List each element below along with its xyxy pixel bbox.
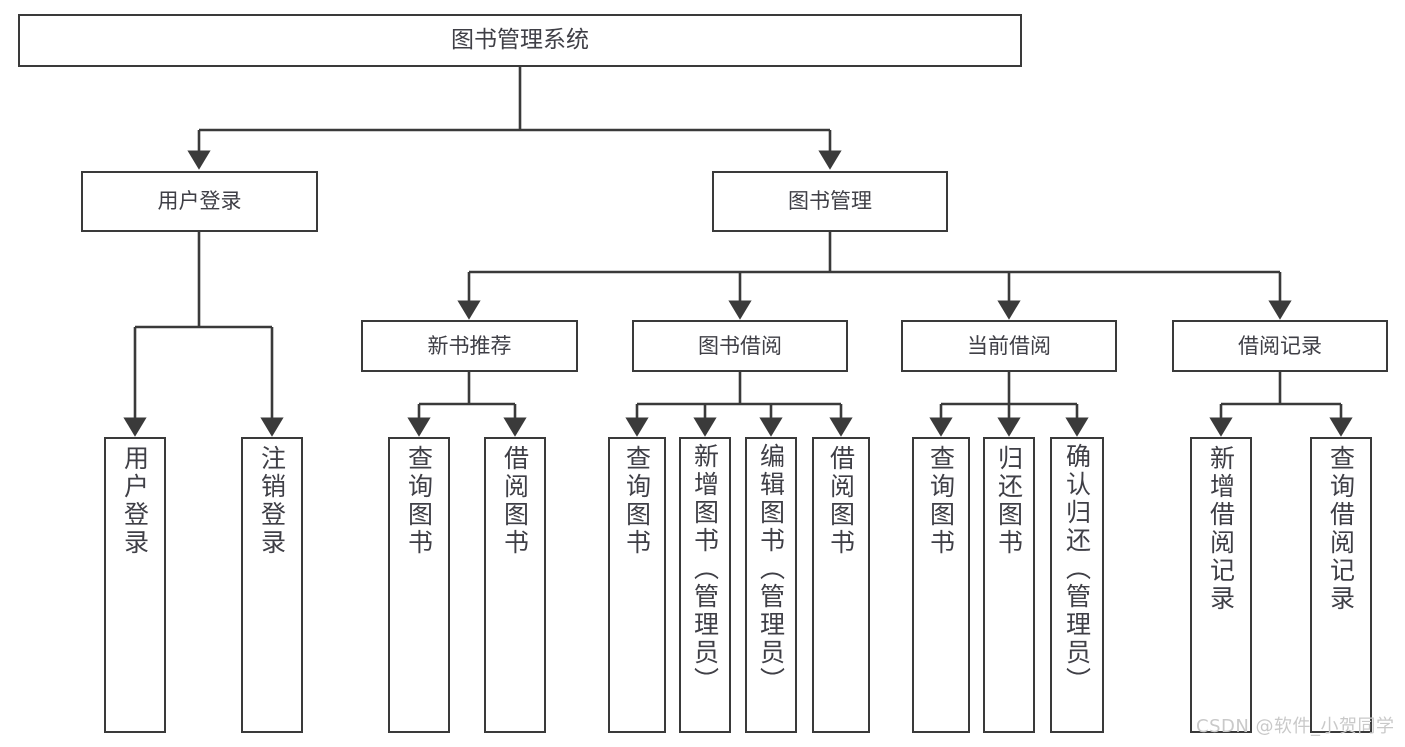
leaf-add-book-admin-label: 新增图书（管理员） [690,443,720,695]
leaf-add-book-admin[interactable]: 新增图书（管理员） [679,437,731,733]
leaf-user-logout[interactable]: 注销登录 [241,437,303,733]
leaf-query-borrow-record-label: 查询借阅记录 [1326,445,1356,613]
node-book-manage[interactable]: 图书管理 [712,171,948,232]
node-new-book-recommend-label: 新书推荐 [427,333,512,358]
leaf-query-book-borrow[interactable]: 查询图书 [608,437,666,733]
node-root-label: 图书管理系统 [451,26,589,53]
node-book-borrow-label: 图书借阅 [698,333,782,358]
node-user-login[interactable]: 用户登录 [81,171,318,232]
leaf-confirm-return-admin[interactable]: 确认归还（管理员） [1050,437,1104,733]
leaf-user-login-label: 用户登录 [120,445,150,557]
leaf-user-login[interactable]: 用户登录 [104,437,166,733]
node-root-system[interactable]: 图书管理系统 [18,14,1022,67]
leaf-borrow-book-recommend[interactable]: 借阅图书 [484,437,546,733]
leaf-query-borrow-record[interactable]: 查询借阅记录 [1310,437,1372,733]
node-user-login-label: 用户登录 [157,189,242,214]
leaf-user-logout-label: 注销登录 [257,445,287,557]
leaf-confirm-return-admin-label: 确认归还（管理员） [1062,443,1092,695]
leaf-edit-book-admin-label: 编辑图书（管理员） [756,443,786,695]
leaf-query-book-borrow-label: 查询图书 [622,445,652,557]
leaf-borrow-book[interactable]: 借阅图书 [812,437,870,733]
leaf-query-book-recommend[interactable]: 查询图书 [388,437,450,733]
leaf-query-book-current[interactable]: 查询图书 [912,437,970,733]
leaf-add-borrow-record-label: 新增借阅记录 [1206,445,1236,613]
leaf-return-book[interactable]: 归还图书 [983,437,1035,733]
leaf-borrow-book-label: 借阅图书 [826,445,856,557]
csdn-watermark: CSDN @软件_小贺同学 [1196,716,1395,737]
leaf-query-book-current-label: 查询图书 [926,445,956,557]
node-borrow-record-label: 借阅记录 [1238,333,1322,358]
leaf-return-book-label: 归还图书 [994,445,1024,557]
leaf-edit-book-admin[interactable]: 编辑图书（管理员） [745,437,797,733]
node-book-manage-label: 图书管理 [788,189,872,214]
node-book-borrow[interactable]: 图书借阅 [632,320,848,372]
node-borrow-record[interactable]: 借阅记录 [1172,320,1388,372]
node-current-borrow[interactable]: 当前借阅 [901,320,1117,372]
leaf-add-borrow-record[interactable]: 新增借阅记录 [1190,437,1252,733]
node-current-borrow-label: 当前借阅 [967,333,1051,358]
node-new-book-recommend[interactable]: 新书推荐 [361,320,578,372]
leaf-query-book-recommend-label: 查询图书 [404,445,434,557]
leaf-borrow-book-recommend-label: 借阅图书 [500,445,530,557]
